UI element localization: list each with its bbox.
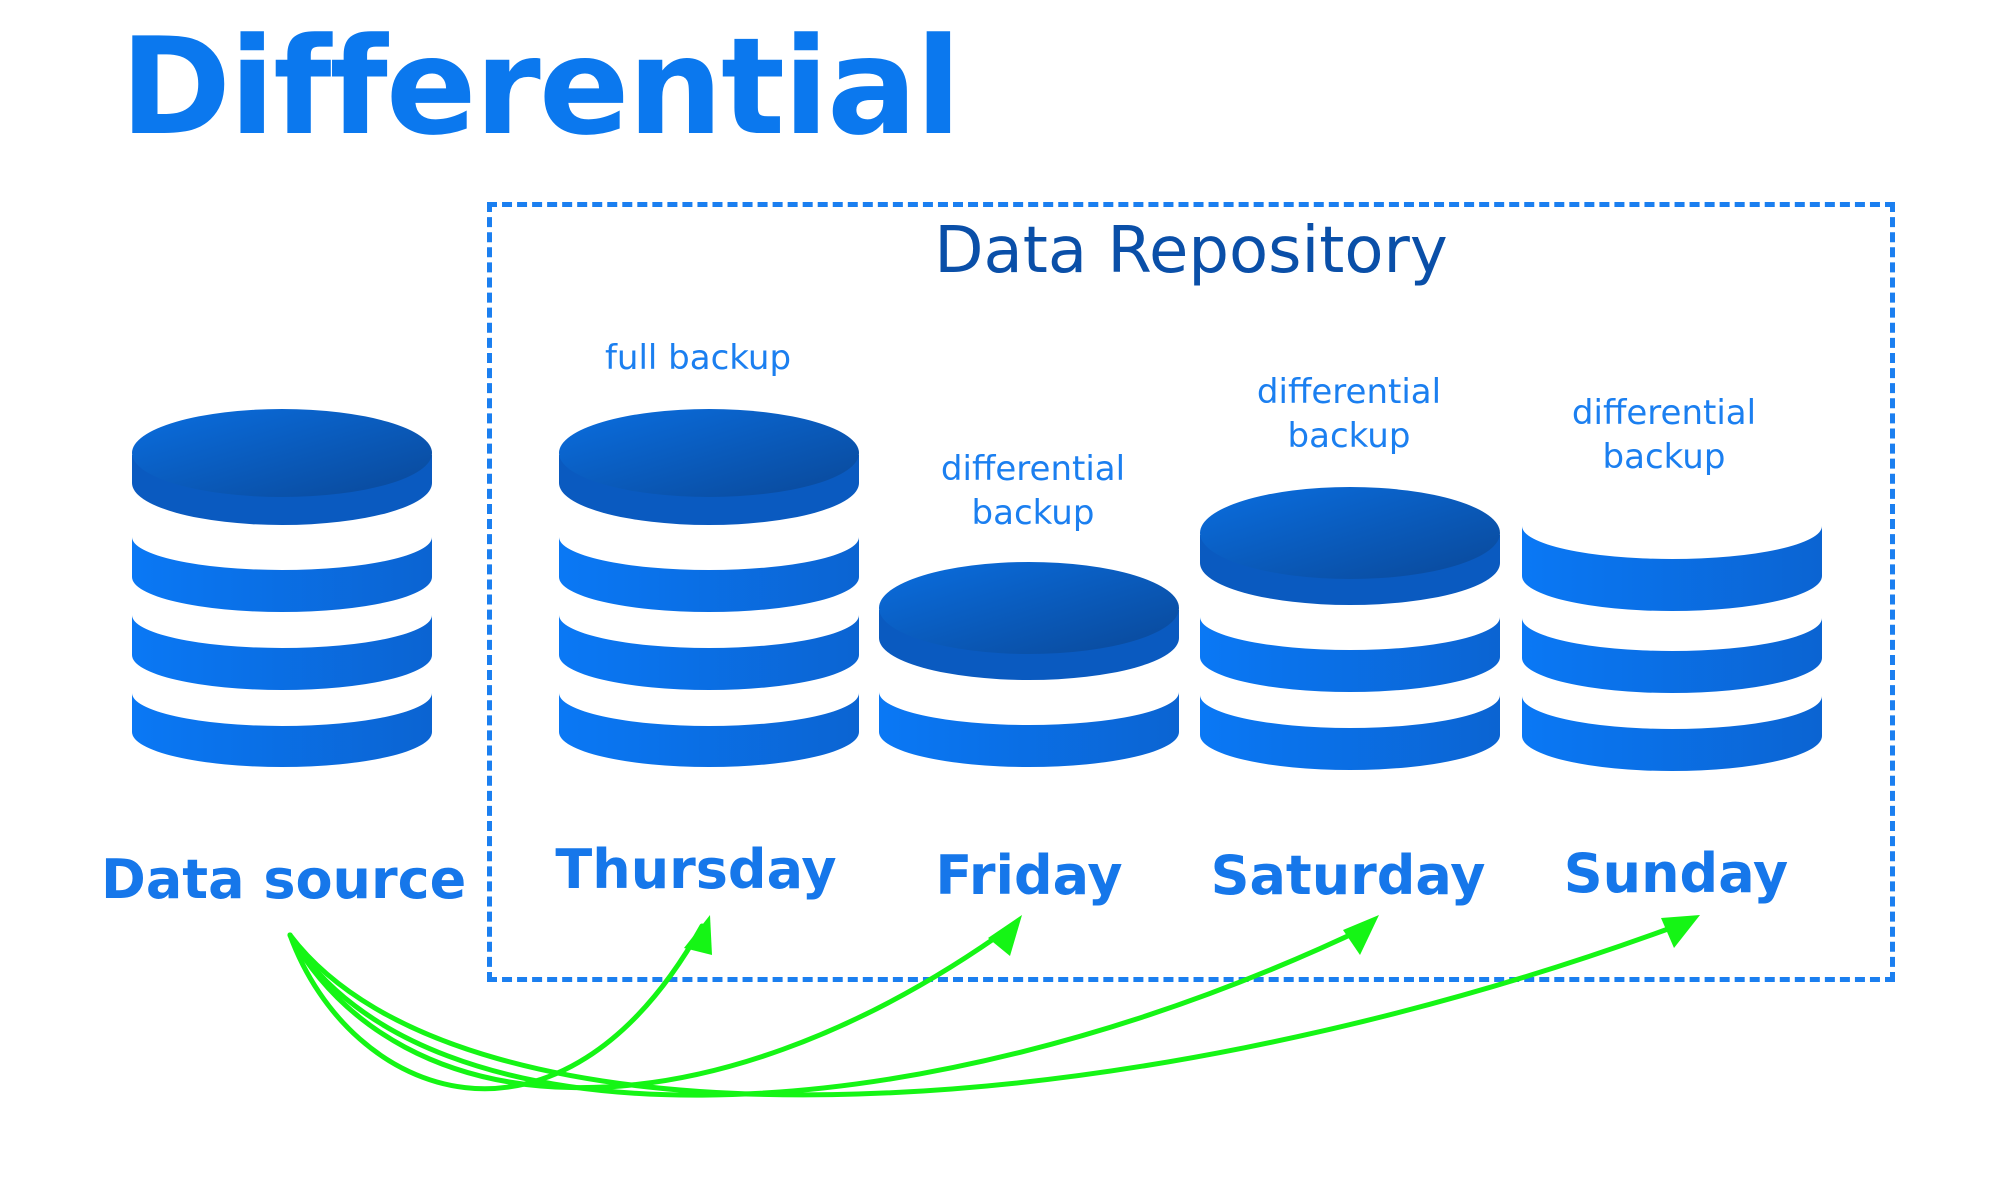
arrow-to-saturday-icon	[287, 923, 1372, 1098]
data-repository-frame	[487, 202, 1895, 982]
thursday-database-icon	[559, 409, 859, 767]
saturday-label: Saturday	[1210, 844, 1486, 907]
saturday-database-icon	[1200, 487, 1500, 770]
saturday-caption: differential backup	[1189, 370, 1509, 458]
saturday-caption-line-2: backup	[1287, 416, 1411, 456]
friday-database-icon	[879, 562, 1179, 767]
arrow-to-thursday-icon	[287, 923, 705, 1092]
friday-caption: differential backup	[873, 447, 1193, 535]
data-source-database-icon	[132, 409, 432, 767]
arrow-to-sunday-icon	[287, 919, 1690, 1098]
thursday-arrowhead-icon	[684, 915, 712, 955]
friday-caption-line-1: differential	[940, 449, 1126, 489]
thursday-caption: full backup	[538, 336, 858, 380]
saturday-arrowhead-icon	[1343, 915, 1379, 955]
sunday-label: Sunday	[1563, 842, 1789, 905]
friday-caption-line-2: backup	[971, 493, 1095, 533]
data-repository-title: Data Repository	[934, 214, 1448, 288]
thursday-label: Thursday	[555, 838, 837, 901]
sunday-arrowhead-icon	[1661, 915, 1700, 948]
sunday-caption-line-1: differential	[1571, 393, 1757, 433]
friday-arrowhead-icon	[988, 915, 1022, 956]
friday-label: Friday	[935, 844, 1123, 907]
data-source-label: Data source	[101, 848, 467, 911]
sunday-caption-line-2: backup	[1602, 437, 1726, 477]
page-title: Differential	[120, 9, 961, 165]
thursday-caption-line-1: full backup	[604, 338, 792, 378]
saturday-caption-line-1: differential	[1256, 372, 1442, 412]
sunday-database-icon	[1522, 526, 1822, 771]
sunday-caption: differential backup	[1504, 391, 1824, 479]
